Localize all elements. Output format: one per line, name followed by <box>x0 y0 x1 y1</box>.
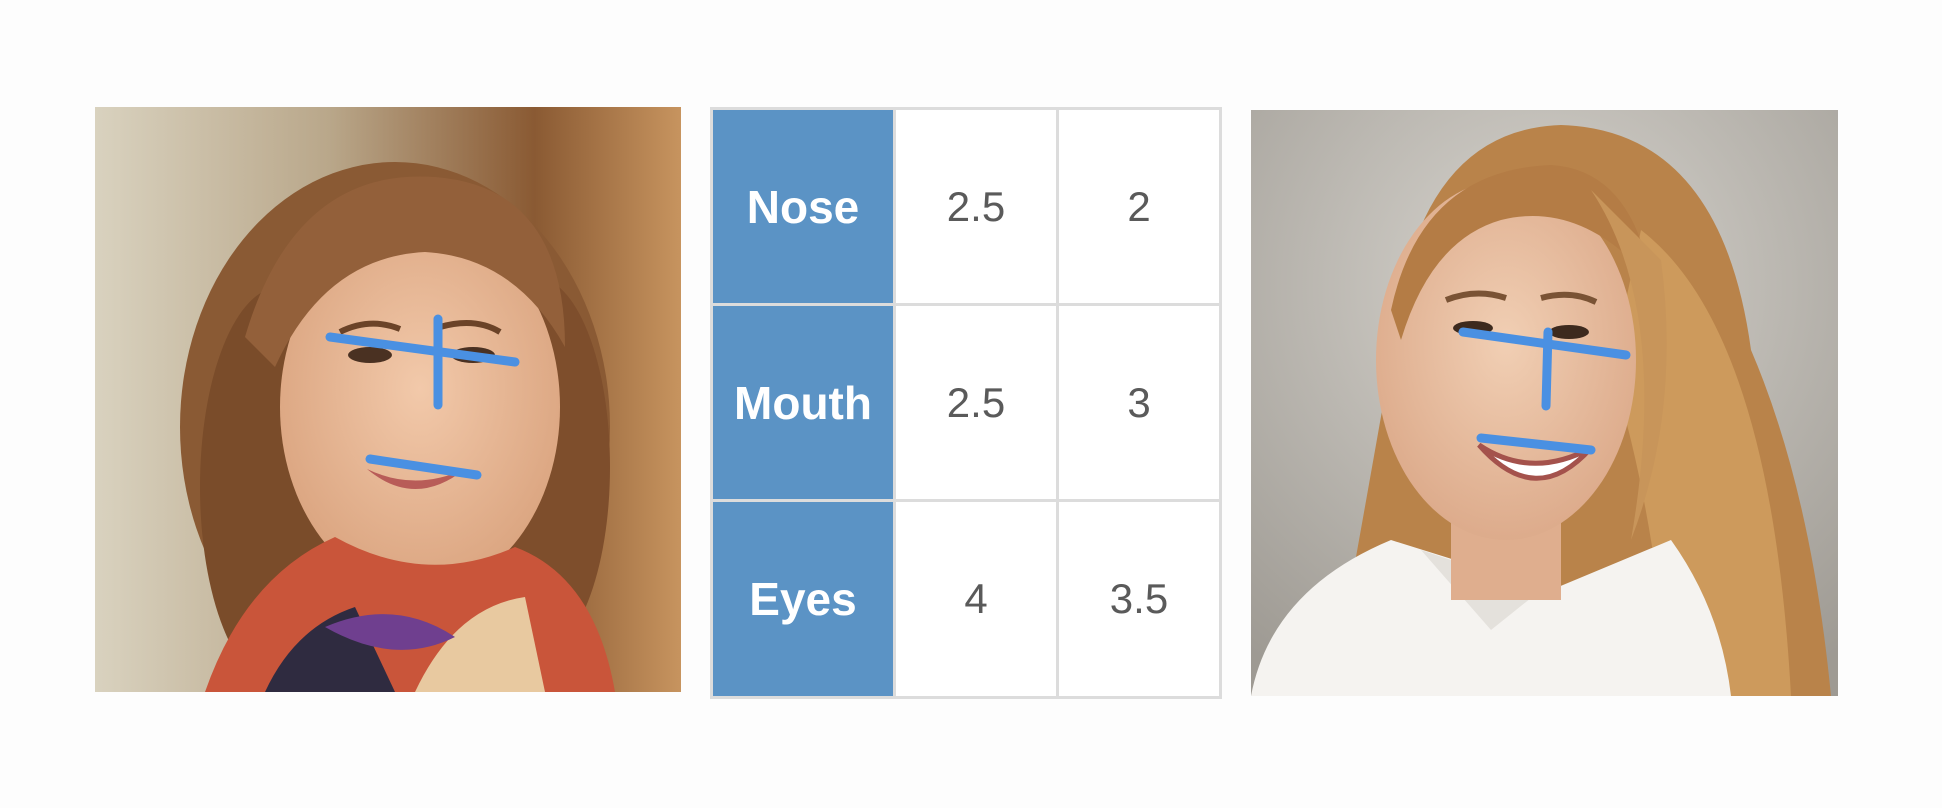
left-face-photo <box>95 107 681 692</box>
mouth-right-value: 3 <box>1059 306 1219 499</box>
nose-left-value: 2.5 <box>896 110 1056 303</box>
mouth-left-value: 2.5 <box>896 306 1056 499</box>
comparison-table: Nose 2.5 2 Mouth 2.5 3 Eyes 4 3.5 <box>710 107 1222 699</box>
eyes-left-value: 4 <box>896 502 1056 696</box>
row-label-eyes: Eyes <box>713 502 893 696</box>
row-label-nose: Nose <box>713 110 893 303</box>
right-face-photo <box>1251 110 1838 696</box>
eyes-right-value: 3.5 <box>1059 502 1219 696</box>
nose-right-value: 2 <box>1059 110 1219 303</box>
row-label-mouth: Mouth <box>713 306 893 499</box>
